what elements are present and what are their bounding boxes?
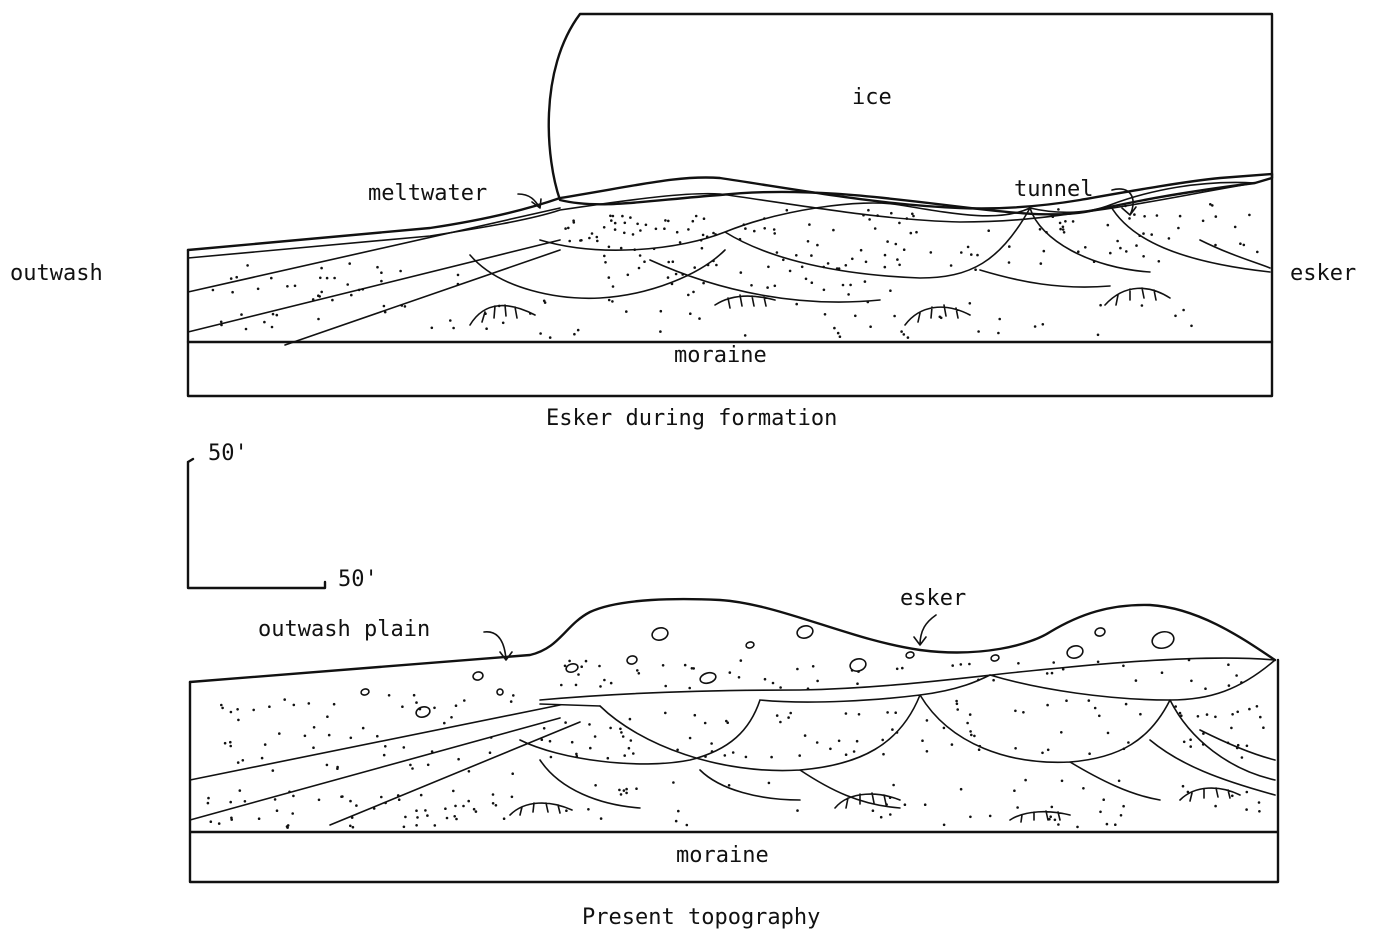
top-caption: Esker during formation	[546, 406, 837, 431]
outwash-plain-label: outwash plain	[258, 617, 430, 642]
bottom-caption: Present topography	[582, 905, 820, 930]
top-tunnel-floor	[188, 183, 1255, 258]
top-moraine-label: moraine	[674, 343, 767, 368]
esker-side-label: esker	[1290, 261, 1356, 286]
esker-arrow	[914, 615, 936, 645]
top-outwash-strata	[188, 208, 560, 345]
ice-block	[549, 14, 1272, 214]
top-crossbed-symbols	[470, 288, 1170, 325]
bottom-panel: outwash plain esker moraine Present topo…	[190, 586, 1278, 930]
meltwater-label: meltwater	[368, 181, 487, 206]
outwash-side-label: outwash	[10, 261, 103, 286]
ice-label: ice	[852, 85, 892, 110]
meltwater-arrow	[518, 194, 541, 208]
scale-bar: 50' 50'	[188, 441, 378, 592]
scale-horizontal-label: 50'	[338, 567, 378, 592]
tunnel-label: tunnel	[1014, 177, 1093, 202]
bottom-esker-label: esker	[900, 586, 966, 611]
bottom-moraine-label: moraine	[676, 843, 769, 868]
scale-vertical-label: 50'	[208, 441, 248, 466]
top-stipple	[212, 203, 1259, 339]
top-panel: ice tunnel meltwater moraine outwash esk…	[10, 14, 1356, 431]
bottom-pebbles	[360, 624, 1175, 719]
bottom-cap-contact	[540, 658, 1275, 700]
scale-bar-lines	[188, 459, 325, 588]
bottom-esker-lenses	[520, 660, 1275, 808]
bottom-outwash-strata	[190, 704, 600, 825]
top-ground-surface	[188, 174, 1272, 250]
